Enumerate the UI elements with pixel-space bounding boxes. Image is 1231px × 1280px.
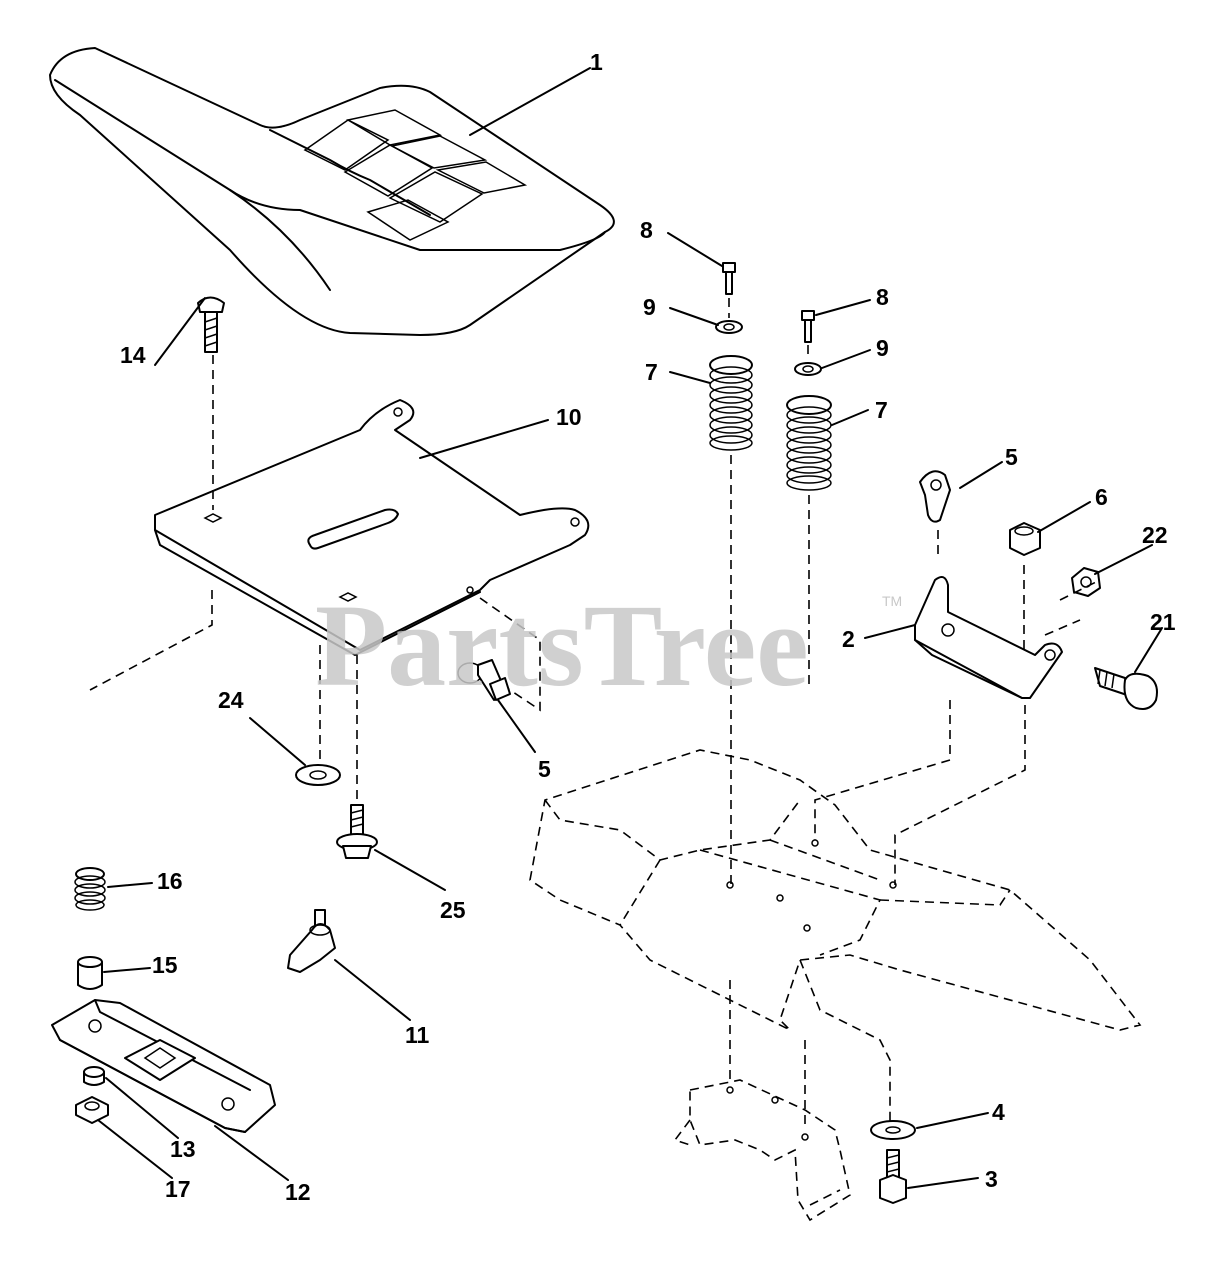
callout-17: 17 <box>165 1176 191 1202</box>
spring-stack-left <box>709 262 753 885</box>
spring-part-16 <box>74 867 106 911</box>
slide-plate-part <box>51 999 276 1133</box>
callout-10: 10 <box>556 404 582 430</box>
bolt-part-25 <box>336 655 378 859</box>
nut-part-13 <box>83 1066 105 1086</box>
callout-8-left: 8 <box>640 217 653 243</box>
callout-4: 4 <box>992 1099 1005 1125</box>
clip-part-left <box>457 659 511 701</box>
fender-reference <box>529 749 1142 1140</box>
washer-part-24 <box>295 645 341 786</box>
callout-5-left: 5 <box>538 756 551 782</box>
callout-1: 1 <box>590 49 603 75</box>
callout-5-right: 5 <box>1005 444 1018 470</box>
seat-pan-part <box>89 399 590 712</box>
nut-part-17 <box>75 1096 109 1124</box>
knob-part-11 <box>287 909 336 973</box>
callout-14: 14 <box>120 342 146 368</box>
callout-7-left: 7 <box>645 359 658 385</box>
callout-13: 13 <box>170 1136 196 1162</box>
seat-part <box>49 47 615 336</box>
watermark-tm: TM <box>882 593 902 609</box>
bolt-part-3 <box>879 1149 907 1204</box>
bracket-part <box>814 575 1081 885</box>
callout-22: 22 <box>1142 522 1168 548</box>
callout-2: 2 <box>842 626 855 652</box>
callout-8-right: 8 <box>876 284 889 310</box>
spacer-part-15 <box>77 956 103 990</box>
watermark: PartsTree TM <box>315 580 902 711</box>
shoulder-bolt-part <box>1094 667 1158 710</box>
washer-part-4 <box>870 1120 916 1140</box>
callout-25: 25 <box>440 897 466 923</box>
callout-21: 21 <box>1150 609 1176 635</box>
callout-7-right: 7 <box>875 397 888 423</box>
carriage-bolt-part <box>197 296 225 510</box>
callout-3: 3 <box>985 1166 998 1192</box>
callout-12: 12 <box>285 1179 311 1205</box>
callout-6: 6 <box>1095 484 1108 510</box>
callout-15: 15 <box>152 952 178 978</box>
callout-labels: 1 8 9 7 8 9 7 14 10 5 6 22 2 21 24 5 16 … <box>120 49 1176 1205</box>
callout-11: 11 <box>405 1022 430 1048</box>
callout-24: 24 <box>218 687 244 713</box>
callout-9-left: 9 <box>643 294 656 320</box>
callout-9-right: 9 <box>876 335 889 361</box>
callout-16: 16 <box>157 868 183 894</box>
spring-stack-right <box>786 310 832 690</box>
leader-lines <box>97 67 1163 1189</box>
mount-bracket-reference <box>673 1079 851 1222</box>
nut-part-22 <box>1059 567 1101 601</box>
clip-part-right <box>919 470 951 560</box>
watermark-text: PartsTree <box>315 580 809 711</box>
